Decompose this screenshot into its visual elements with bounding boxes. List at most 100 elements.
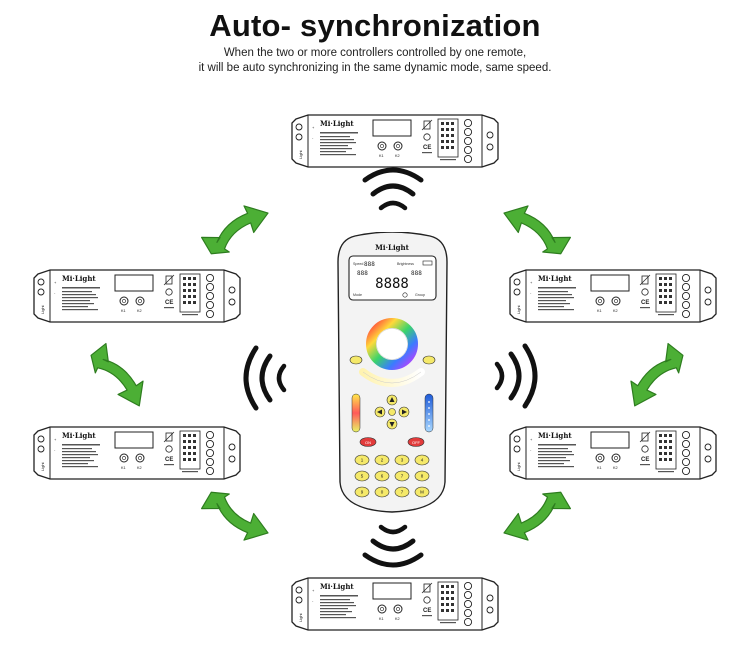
svg-text:K2: K2	[395, 617, 400, 621]
svg-text:Brightness: Brightness	[397, 262, 414, 266]
keypad-key-label: 0	[381, 490, 384, 495]
svg-text:+: +	[54, 280, 57, 285]
svg-text:Light: Light	[40, 304, 45, 314]
keypad-key-label: M	[420, 490, 424, 495]
signal-waves-top	[362, 167, 424, 211]
svg-text:CE: CE	[165, 457, 173, 463]
signal-waves-left	[243, 345, 287, 411]
svg-text:K2: K2	[137, 309, 142, 313]
controller-right-lower: + - Light Mi·Light K1 K2 CE	[508, 425, 718, 481]
svg-text:Mi·Light: Mi·Light	[538, 274, 572, 283]
svg-text:+: +	[530, 280, 533, 285]
svg-text:CE: CE	[165, 300, 173, 306]
keypad-key	[374, 454, 390, 466]
sync-arrow-bottom-left	[189, 473, 284, 568]
controller-left-lower: + - Light Mi·Light K1 K2 CE	[32, 425, 242, 481]
saturation-slider	[424, 393, 434, 433]
controller-top: + - Light Mi·Light K1 K2 CE	[290, 113, 500, 169]
svg-text:K1: K1	[121, 309, 126, 313]
on-button	[359, 437, 377, 447]
svg-text:-: -	[312, 135, 314, 140]
direction-pad	[374, 394, 410, 430]
svg-text:-: -	[54, 290, 56, 295]
keypad-key	[374, 470, 390, 482]
keypad-key-label: 7	[401, 474, 404, 479]
keypad-key-label: 3	[401, 458, 404, 463]
svg-text:K1: K1	[379, 617, 384, 621]
keypad-key-label: 2	[381, 458, 384, 463]
keypad-key	[414, 470, 430, 482]
svg-text:CE: CE	[423, 608, 431, 614]
keypad-key	[414, 454, 430, 466]
svg-text:888: 888	[364, 261, 375, 268]
subtitle-line-2: it will be auto synchronizing in the sam…	[198, 62, 552, 74]
white-left-button	[349, 355, 363, 365]
svg-text:K1: K1	[597, 309, 602, 313]
sync-arrow-top-left	[189, 179, 284, 274]
keypad-key-label: 1	[361, 458, 364, 463]
sync-arrow-middle-right	[601, 325, 704, 428]
keypad-key	[354, 454, 370, 466]
sync-arrow-bottom-right	[489, 473, 584, 568]
svg-text:Mi·Light: Mi·Light	[62, 274, 96, 283]
svg-text:Light: Light	[40, 461, 45, 471]
controller-right-upper: + - Light Mi·Light K1 K2 CE	[508, 268, 718, 324]
subtitle-line-1: When the two or more controllers control…	[223, 47, 527, 59]
controller-bottom: + - Light Mi·Light K1 K2 CE	[290, 576, 500, 632]
keypad-key-label: 9	[361, 490, 364, 495]
page-title: Auto- synchronization	[209, 8, 541, 43]
svg-text:-: -	[312, 598, 314, 603]
svg-text:K1: K1	[121, 466, 126, 470]
svg-text:+: +	[312, 588, 315, 593]
keypad-key-label: 4	[421, 458, 424, 463]
keypad-key	[354, 486, 370, 498]
svg-text:Mi·Light: Mi·Light	[538, 431, 572, 440]
svg-text:ON: ON	[365, 440, 371, 445]
svg-text:Light: Light	[298, 149, 303, 159]
svg-text:+: +	[54, 437, 57, 442]
sync-arrow-middle-left	[71, 325, 174, 428]
svg-text:K2: K2	[613, 466, 618, 470]
svg-text:K2: K2	[137, 466, 142, 470]
keypad-key	[414, 486, 430, 498]
sync-arrow-top-right	[489, 179, 584, 274]
controller-left-upper: + - Light Mi·Light K1 K2 CE	[32, 268, 242, 324]
remote-control: Mi·Light Speed 888 Brightness 888 888 88…	[335, 231, 450, 514]
keypad-key-label: 5	[361, 474, 364, 479]
svg-text:Light: Light	[298, 612, 303, 622]
svg-text:Mi·Light: Mi·Light	[320, 119, 354, 128]
white-right-button	[422, 355, 436, 365]
svg-text:888: 888	[411, 270, 422, 277]
brightness-slider	[351, 393, 361, 433]
svg-text:K2: K2	[613, 309, 618, 313]
svg-text:8888: 8888	[375, 276, 409, 292]
svg-text:-: -	[54, 447, 56, 452]
off-button	[407, 437, 425, 447]
keypad-key-label: 8	[421, 474, 424, 479]
remote-brand: Mi·Light	[375, 243, 409, 252]
keypad-key-label: 6	[381, 474, 384, 479]
keypad-key	[374, 486, 390, 498]
svg-text:K2: K2	[395, 154, 400, 158]
svg-text:CE: CE	[641, 457, 649, 463]
svg-text:-: -	[530, 447, 532, 452]
svg-text:Mi·Light: Mi·Light	[62, 431, 96, 440]
svg-text:+: +	[530, 437, 533, 442]
svg-text:Mode: Mode	[353, 293, 362, 297]
keypad-key	[394, 486, 410, 498]
svg-text:-: -	[530, 290, 532, 295]
svg-text:OFF: OFF	[412, 440, 421, 445]
keypad-key	[394, 470, 410, 482]
svg-text:CE: CE	[641, 300, 649, 306]
svg-text:+: +	[312, 125, 315, 130]
svg-text:K1: K1	[379, 154, 384, 158]
keypad-key-label: 7	[401, 490, 404, 495]
svg-text:Mi·Light: Mi·Light	[320, 582, 354, 591]
keypad-key	[354, 470, 370, 482]
svg-text:K1: K1	[597, 466, 602, 470]
svg-text:888: 888	[357, 270, 368, 277]
svg-text:Light: Light	[516, 461, 521, 471]
svg-text:Speed: Speed	[353, 262, 363, 266]
svg-text:Light: Light	[516, 304, 521, 314]
